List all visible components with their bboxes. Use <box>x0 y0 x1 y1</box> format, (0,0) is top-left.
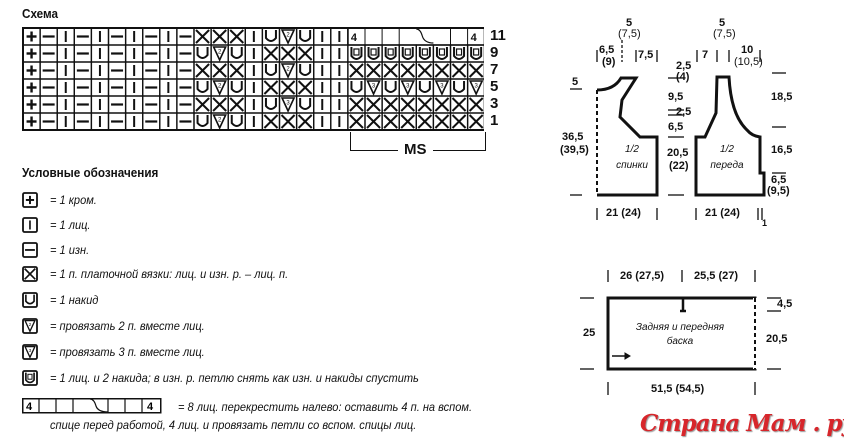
back-label-fraction: 1/2 <box>625 144 639 155</box>
front-right-a: 18,5 <box>771 91 793 103</box>
front-width: 21 (24) <box>705 207 740 219</box>
svg-text:3: 3 <box>440 84 444 90</box>
yoke-label-2: баска <box>666 336 694 347</box>
front-drop-c: 2,5 <box>676 106 692 118</box>
stitch-chart: 2 4 4 2 2 2 3 3 3 3 3 2 <box>22 27 484 131</box>
back-left-shoulder-alt: (9) <box>602 56 616 68</box>
watermark-logo: Страна Мам . ру <box>640 410 844 437</box>
cable-num-right: 4 <box>147 401 154 413</box>
legend-text: = 1 лиц. и 2 накида; в изн. р. петлю сня… <box>50 371 419 385</box>
svg-text:3: 3 <box>372 84 376 90</box>
legend-text: = 1 п. платочной вязки: лиц. и изн. р. –… <box>50 267 289 281</box>
yoke-right-top: 4,5 <box>777 298 793 310</box>
svg-text:3: 3 <box>474 84 478 90</box>
legend-yarn-over-icon <box>22 292 38 308</box>
legend-k3tog-icon: 3 <box>22 344 38 360</box>
back-right-shoulder: 7,5 <box>638 49 654 61</box>
legend-text: = 1 изн. <box>50 243 90 257</box>
back-neck-width-alt: (7,5) <box>618 28 641 40</box>
svg-text:2: 2 <box>286 33 290 39</box>
yoke-label-1: Задняя и передняя <box>635 322 725 333</box>
legend-text: = 1 кром. <box>50 193 97 207</box>
yoke-left-height: 25 <box>583 327 596 339</box>
front-drop-a: 2,5 <box>676 60 692 72</box>
legend-knit-double-yo-icon <box>22 370 38 386</box>
back-height: 36,5 <box>562 131 584 143</box>
back-width: 21 (24) <box>606 207 641 219</box>
chart-frame <box>22 27 484 131</box>
legend-cable-text-1: = 8 лиц. перекрестить налево: оставить 4… <box>178 400 473 414</box>
front-right-width-alt: (10,5) <box>734 56 763 68</box>
svg-text:2: 2 <box>218 84 222 90</box>
svg-text:4: 4 <box>471 32 478 44</box>
front-label: переда <box>710 160 744 171</box>
legend-text: = провязать 2 п. вместе лиц. <box>50 319 205 333</box>
front-right-b: 16,5 <box>771 144 793 156</box>
yoke-top-left: 26 (27,5) <box>620 270 665 282</box>
back-top-drop: 5 <box>572 76 579 88</box>
row-number: 7 <box>490 61 499 78</box>
svg-text:4: 4 <box>351 32 358 44</box>
ms-label: MS <box>398 141 433 158</box>
svg-text:3: 3 <box>29 348 32 354</box>
legend-k2tog-icon: 2 <box>22 318 38 334</box>
row-number: 1 <box>490 112 499 129</box>
legend-edge-stitch-icon <box>22 192 38 208</box>
front-right-c-alt: (9,5) <box>767 185 790 197</box>
front-side-height-alt: (22) <box>669 160 689 172</box>
legend-title: Условные обозначения <box>22 165 159 180</box>
legend-garter-icon <box>22 266 38 282</box>
svg-text:2: 2 <box>218 50 222 56</box>
legend-purl-icon <box>22 242 38 258</box>
row-number: 3 <box>490 95 499 112</box>
legend-text: = провязать 3 п. вместе лиц. <box>50 345 205 359</box>
svg-text:3: 3 <box>286 101 290 107</box>
row-number: 9 <box>490 44 499 61</box>
front-drop-d: 6,5 <box>668 121 684 133</box>
svg-text:3: 3 <box>406 84 410 90</box>
front-side-height: 20,5 <box>667 147 689 159</box>
cable-symbol: 4 4 <box>22 398 162 414</box>
back-outline <box>596 76 659 197</box>
back-left-shoulder: 6,5 <box>599 44 615 56</box>
legend-cable-text-2: спице перед работой, 4 лиц. и провязать … <box>50 418 417 432</box>
yoke-bottom-width: 51,5 (54,5) <box>651 383 705 395</box>
legend-text: = 1 лиц. <box>50 218 91 232</box>
back-neck-width: 5 <box>626 17 633 29</box>
front-right-width: 10 <box>741 44 754 56</box>
yoke-right-height: 20,5 <box>766 333 788 345</box>
back-label: спинки <box>616 160 648 171</box>
front-right-c: 6,5 <box>771 174 787 186</box>
front-neck-width-alt: (7,5) <box>713 28 736 40</box>
front-left-width: 7 <box>702 49 709 61</box>
legend-knit-icon <box>22 217 38 233</box>
yoke-top-right: 25,5 (27) <box>694 270 739 282</box>
front-label-fraction: 1/2 <box>720 144 734 155</box>
chart-title: Схема <box>22 6 59 21</box>
front-outline <box>694 75 766 197</box>
front-neck-width: 5 <box>719 17 726 29</box>
row-number: 11 <box>490 27 506 44</box>
back-height-alt: (39,5) <box>560 144 589 156</box>
front-edge: 1 <box>762 218 768 228</box>
cable-num-left: 4 <box>26 401 33 413</box>
row-number: 5 <box>490 78 499 95</box>
legend-text: = 1 накид <box>50 293 99 307</box>
front-drop-a-alt: (4) <box>676 71 690 83</box>
svg-text:2: 2 <box>218 118 222 124</box>
svg-text:2: 2 <box>29 322 32 328</box>
svg-text:2: 2 <box>286 67 290 73</box>
front-drop-b: 9,5 <box>668 91 684 103</box>
